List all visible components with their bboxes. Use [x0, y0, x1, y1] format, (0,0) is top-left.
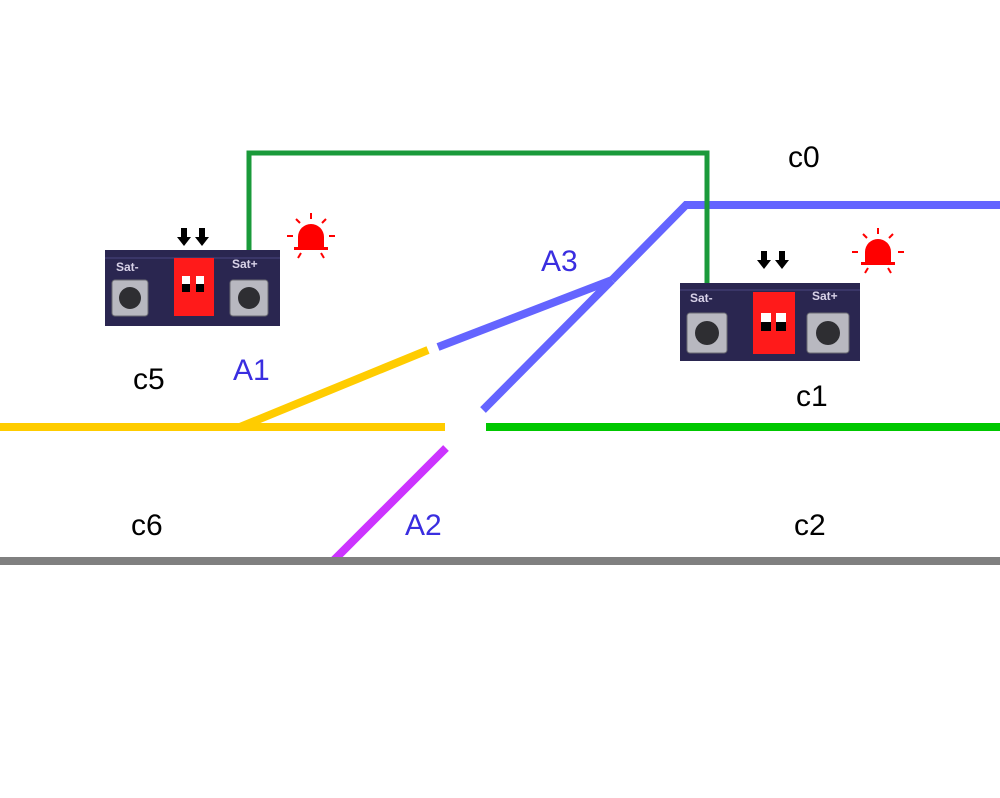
push-button-icon[interactable] — [111, 279, 149, 317]
label-a1: A1 — [233, 354, 270, 387]
labels: c0 c1 c2 c5 c6 A1 A2 A3 — [131, 141, 828, 542]
button-plus-label: Sat+ — [812, 289, 838, 303]
track-a1-diverging — [238, 346, 430, 431]
wire-connection — [246, 150, 710, 332]
label-a2: A2 — [405, 509, 442, 542]
dip-switch-icon[interactable] — [174, 258, 214, 316]
alarm-light-icon — [287, 213, 335, 259]
track-c0 — [609, 201, 1000, 283]
push-button-icon[interactable] — [686, 312, 728, 354]
label-c6: c6 — [131, 509, 163, 542]
label-c0: c0 — [788, 141, 820, 174]
tracks — [0, 201, 1000, 565]
button-plus-label: Sat+ — [232, 257, 258, 271]
module-left: Sat- Sat+ — [105, 213, 335, 326]
push-button-icon[interactable] — [229, 279, 269, 317]
track-a2 — [331, 445, 449, 563]
alarm-light-icon — [852, 228, 904, 274]
track-a3-upper — [436, 276, 614, 351]
double-down-arrow-icon — [177, 228, 209, 246]
label-c5: c5 — [133, 363, 165, 396]
push-button-icon[interactable] — [806, 312, 850, 354]
button-minus-label: Sat- — [690, 291, 713, 305]
double-down-arrow-icon — [757, 251, 789, 269]
button-minus-label: Sat- — [116, 260, 139, 274]
label-c2: c2 — [794, 509, 826, 542]
module-right: Sat- Sat+ — [680, 228, 904, 361]
track-a3-lower — [480, 277, 615, 413]
label-c1: c1 — [796, 380, 828, 413]
label-a3: A3 — [541, 245, 578, 278]
dip-switch-icon[interactable] — [753, 292, 795, 354]
